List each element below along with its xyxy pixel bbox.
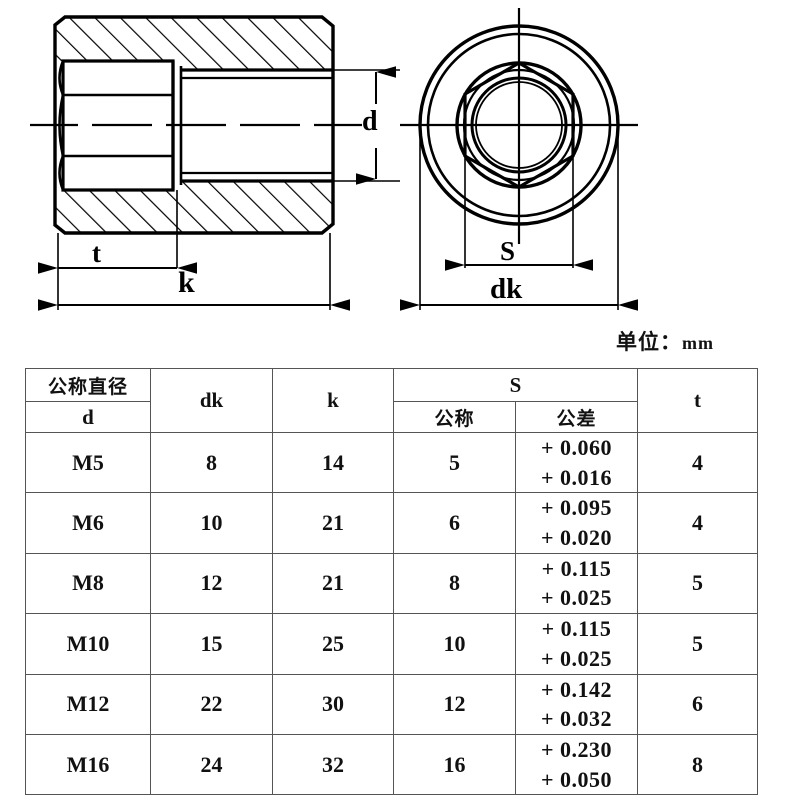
cell-d: M6	[25, 492, 151, 554]
cell-t: 4	[637, 492, 758, 554]
table-header-row-top: 公称直径 dk k S t	[25, 368, 758, 433]
technical-drawing: d t k S dk 单位：mm	[0, 0, 800, 360]
tolerance-upper: + 0.115	[541, 555, 612, 581]
header-k: k	[272, 368, 394, 433]
header-nominal-diameter-symbol: d	[25, 401, 151, 433]
unit-note-label: 单位：	[616, 330, 682, 354]
hatch-upper-wall	[55, 17, 333, 70]
cell-dk: 15	[150, 613, 273, 675]
tolerance-lower: + 0.050	[540, 766, 613, 792]
cell-dk: 24	[150, 733, 273, 796]
hatch-lower-wall	[55, 181, 333, 233]
cell-k: 21	[272, 492, 394, 554]
cell-s_nominal: 16	[393, 733, 516, 796]
cell-t: 5	[637, 613, 758, 675]
cell-d: M12	[25, 673, 151, 735]
end-view-extension-lines	[419, 132, 619, 310]
header-s-group: S	[393, 368, 638, 402]
header-s-nominal: 公称	[393, 401, 516, 433]
cell-d: M5	[25, 431, 151, 494]
cell-d: M16	[25, 733, 151, 796]
cell-s_nominal: 8	[393, 552, 516, 615]
tolerance-lower: + 0.020	[540, 525, 613, 551]
cell-dk: 8	[150, 431, 273, 494]
end-view-center-lines	[400, 8, 638, 244]
hex-corner-arc-1	[58, 60, 65, 96]
cell-t: 8	[637, 733, 758, 796]
cell-s_nominal: 12	[393, 673, 516, 735]
cell-s_nominal: 5	[393, 431, 516, 494]
dimension-d	[333, 66, 400, 185]
dimension-label-dk: dk	[490, 273, 523, 305]
header-t: t	[637, 368, 758, 433]
unit-note: 单位：mm	[616, 326, 714, 356]
cell-s-tolerance: + 0.230 + 0.050	[515, 733, 638, 796]
cell-t: 6	[637, 673, 758, 735]
cell-dk: 10	[150, 492, 273, 554]
tolerance-upper: + 0.142	[540, 676, 613, 702]
cell-k: 21	[272, 552, 394, 615]
header-nominal-diameter-cn: 公称直径	[25, 368, 151, 402]
header-s-tolerance: 公差	[515, 401, 638, 433]
tolerance-lower: + 0.032	[540, 706, 613, 732]
header-dk: dk	[150, 368, 273, 433]
section-view	[30, 15, 400, 311]
tolerance-upper: + 0.115	[541, 616, 612, 642]
hex-corner-arc-3	[58, 155, 65, 191]
body-outline	[53, 15, 335, 235]
cell-s_nominal: 6	[393, 492, 516, 554]
cell-s_nominal: 10	[393, 613, 516, 675]
cell-dk: 22	[150, 673, 273, 735]
tolerance-upper: + 0.095	[540, 495, 613, 521]
cell-k: 25	[272, 613, 394, 675]
end-view	[400, 8, 638, 311]
dimension-label-d: d	[362, 106, 378, 137]
dimension-label-k: k	[178, 266, 195, 299]
drawing-svg	[30, 8, 638, 311]
dimension-label-t: t	[92, 238, 101, 268]
cell-s-tolerance: + 0.115 + 0.025	[515, 613, 638, 675]
unit-note-value: mm	[682, 333, 714, 353]
tolerance-lower: + 0.016	[540, 464, 613, 490]
cell-s-tolerance: + 0.095 + 0.020	[515, 492, 638, 554]
cell-s-tolerance: + 0.115 + 0.025	[515, 552, 638, 615]
cell-k: 14	[272, 431, 394, 494]
tolerance-upper: + 0.060	[540, 435, 613, 460]
dimension-label-s: S	[500, 236, 516, 266]
cell-d: M8	[25, 552, 151, 615]
cell-s-tolerance: + 0.060 + 0.016	[515, 431, 638, 494]
cell-dk: 12	[150, 552, 273, 615]
tolerance-lower: + 0.025	[540, 585, 613, 611]
cell-t: 5	[637, 552, 758, 615]
cell-k: 32	[272, 733, 394, 796]
cell-k: 30	[272, 673, 394, 735]
tolerance-upper: + 0.230	[540, 736, 613, 762]
cell-s-tolerance: + 0.142 + 0.032	[515, 673, 638, 735]
cell-d: M10	[25, 613, 151, 675]
cell-t: 4	[637, 431, 758, 494]
tolerance-lower: + 0.025	[540, 645, 613, 671]
